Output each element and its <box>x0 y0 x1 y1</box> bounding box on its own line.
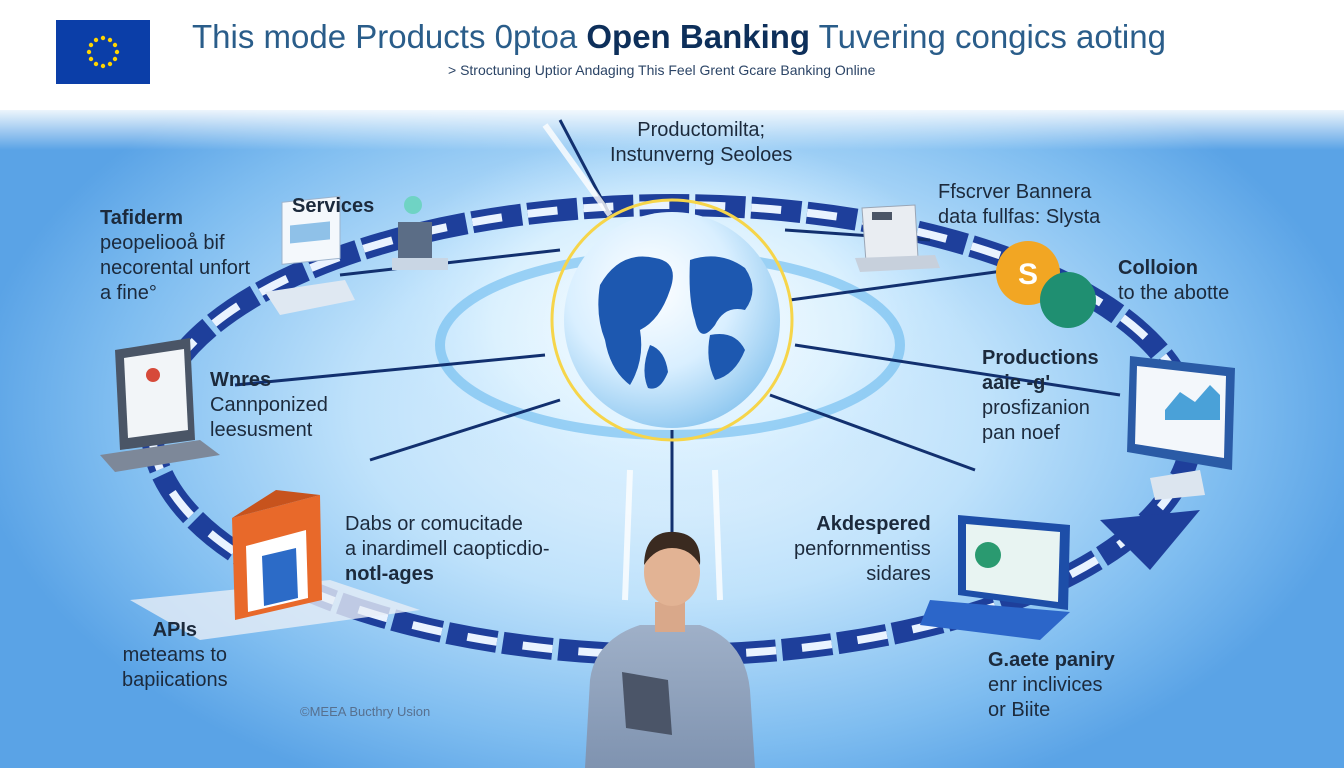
node-wnres-label: Wnres Cannponized leesusment <box>210 369 328 441</box>
right-monitor-icon <box>1127 356 1235 500</box>
center-label: Productomilta; Instunverng Seoloes <box>610 119 793 166</box>
node-apis-label: APIs meteams to bapiications <box>122 619 228 691</box>
node-fiscrver-label: Ffscrver Bannera data fullfas: Slysta <box>938 181 1101 228</box>
node-services-label: Services <box>292 195 375 217</box>
eu-flag-icon <box>56 20 150 84</box>
light-rays <box>542 123 723 601</box>
page-title: This mode Products 0ptoa Open Banking Tu… <box>192 18 1166 55</box>
laptop-icon <box>920 515 1070 640</box>
node-gaete-label: G.aete paniry enr inclivices or Biite <box>988 649 1115 721</box>
node-akdespered-label: Akdespered penfornmentiss sidares <box>794 513 931 585</box>
globe-icon <box>550 198 794 442</box>
vault-icon <box>392 196 448 270</box>
ring-arrow-icon <box>1100 510 1200 570</box>
node-productions-label: Productions aaie -g' prosfizanion pan no… <box>982 347 1099 444</box>
coin-icon: S <box>996 241 1096 328</box>
page-subtitle: > Stroctuning Uptior Andaging This Feel … <box>448 62 876 78</box>
left-monitor-icon <box>100 338 220 472</box>
document-stack-icon <box>265 195 355 315</box>
header-background <box>0 0 1344 150</box>
node-collcion-label: Colloion to the abotte <box>1118 257 1230 304</box>
card-reader-icon <box>855 204 940 272</box>
credit-text: ©MEEA Bucthry Usion <box>300 704 431 719</box>
node-dabs-label: Dabs or comucitade a inardimell caopticd… <box>345 513 550 585</box>
bank-building-icon <box>130 490 420 640</box>
node-tafiderm-label: Tafiderm peopeliooå bif necorental unfor… <box>100 207 251 304</box>
svg-text:S: S <box>1018 258 1038 291</box>
person-with-tablet-icon <box>585 531 755 768</box>
